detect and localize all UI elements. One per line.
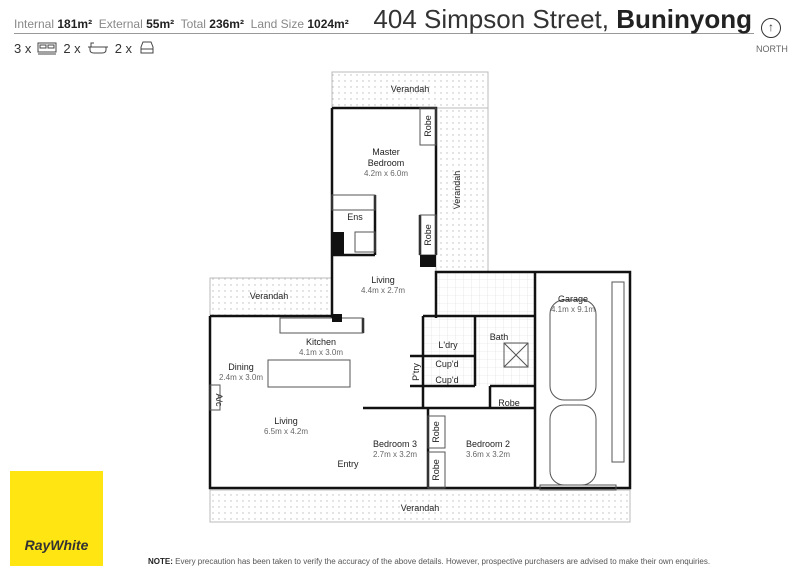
stat-value: 181m² [57, 17, 93, 31]
property-address: 404 Simpson Street, Buninyong [373, 4, 752, 35]
bed-icon [37, 42, 57, 55]
room-label: Bedroom 2 [466, 439, 510, 449]
room-label: Living [274, 416, 298, 426]
north-compass-icon: ↑ [761, 18, 781, 38]
suburb: Buninyong [616, 4, 752, 34]
bed-count: 3 x [14, 40, 32, 56]
room-label: Cup'd [435, 375, 458, 385]
room-label: L'dry [438, 340, 458, 350]
room-label: Kitchen [306, 337, 336, 347]
raywhite-logo: RayWhite [10, 471, 103, 566]
room-dimensions: 4.2m x 6.0m [364, 169, 408, 178]
room-label: Bedroom [368, 158, 405, 168]
room-label: Garage [558, 294, 588, 304]
stat-label: Internal [14, 17, 55, 31]
room-label: Living [371, 275, 395, 285]
stat-label: External [98, 17, 143, 31]
room-label: Bath [490, 332, 509, 342]
stat-label: Total [180, 17, 206, 31]
bath-count: 2 x [63, 40, 81, 56]
room-label: Verandah [452, 171, 462, 210]
stat-value: 1024m² [307, 17, 349, 31]
bath-icon [87, 42, 108, 54]
room-dimensions: 2.7m x 3.2m [373, 450, 417, 459]
room-label: Verandah [401, 503, 440, 513]
room-label: Bedroom 3 [373, 439, 417, 449]
room-dimensions: 3.6m x 3.2m [466, 450, 510, 459]
room-dimensions: 6.5m x 4.2m [264, 427, 308, 436]
room-label: Robe [498, 398, 520, 408]
room-label: Robe [423, 115, 433, 137]
stat-label: Land Size [250, 17, 305, 31]
property-stats: Internal 181m² External 55m² Total 236m²… [14, 17, 349, 31]
tiled-areas [423, 272, 535, 386]
stat-value: 236m² [209, 17, 244, 31]
room-dimensions: 4.4m x 2.7m [361, 286, 405, 295]
header-divider [14, 33, 754, 34]
room-label: Robe [431, 459, 441, 481]
disclaimer-note: NOTE: Every precaution has been taken to… [148, 557, 710, 566]
room-label: Verandah [250, 291, 289, 301]
logo-text: RayWhite [24, 537, 89, 553]
car-icon [140, 41, 154, 54]
room-dimensions: 4.1m x 3.0m [299, 348, 343, 357]
north-label: NORTH [756, 44, 788, 54]
room-label: Robe [431, 421, 441, 443]
room-label: Entry [337, 459, 359, 469]
street: 404 Simpson Street, [373, 4, 609, 34]
note-prefix: NOTE: [148, 557, 173, 566]
car-count: 2 x [114, 40, 133, 56]
verandahs [209, 71, 631, 523]
room-dimensions: 4.1m x 9.1m [551, 305, 595, 314]
room-label: Master [372, 147, 400, 157]
room-label: Ens [347, 212, 363, 222]
note-text: Every precaution has been taken to verif… [172, 557, 711, 566]
room-label: Robe [423, 224, 433, 246]
feature-counts: 3 x 2 x 2 x [14, 40, 156, 56]
room-label: P'try [411, 363, 421, 381]
room-dimensions: 2.4m x 3.0m [219, 373, 263, 382]
room-label: Dining [228, 362, 254, 372]
room-label: Verandah [391, 84, 430, 94]
stat-value: 55m² [146, 17, 175, 31]
room-label: Cup'd [435, 359, 458, 369]
room-label: A/c [214, 393, 224, 407]
